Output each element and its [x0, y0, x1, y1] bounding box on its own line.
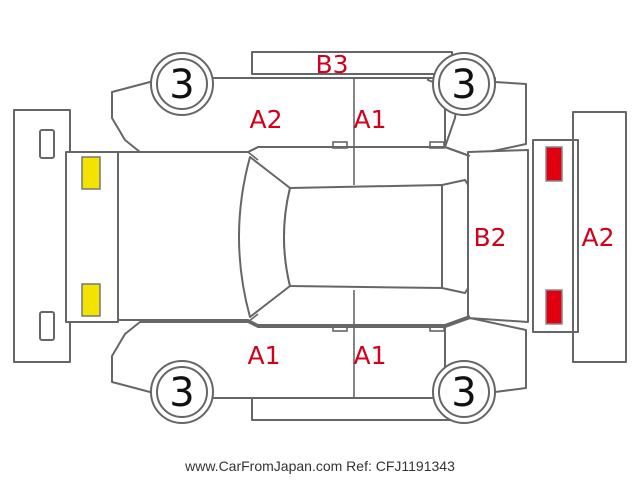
reference-footer: www.CarFromJapan.com Ref: CFJ1191343: [185, 458, 455, 474]
damage-mark-right-rear-door: A1: [353, 341, 386, 370]
damage-mark-left-front-door: A2: [249, 105, 282, 134]
tire-rear-left: 3: [432, 52, 496, 116]
tire-grade: 3: [451, 62, 476, 108]
headlight-bottom: [81, 283, 101, 317]
damage-mark-rear-window: B2: [473, 223, 506, 252]
rear-window: [441, 179, 471, 294]
door-handle: [332, 141, 348, 149]
tire-grade: 3: [169, 370, 194, 416]
roof: [283, 184, 443, 289]
damage-mark-right-front-door: A1: [247, 341, 280, 370]
tire-grade: 3: [169, 62, 194, 108]
damage-mark-rear-bumper: A2: [581, 223, 614, 252]
damage-mark-left-rear-door: A1: [353, 105, 386, 134]
headlight-top: [81, 156, 101, 190]
roof-edge-bottom: [251, 397, 453, 421]
front-bumper-slot-bottom: [39, 311, 55, 341]
pillar-line: [444, 315, 471, 328]
door-handle: [332, 324, 348, 332]
pillar-line: [444, 146, 471, 157]
roof-edge-top: [251, 51, 453, 75]
taillight-top: [545, 146, 563, 182]
windshield: [238, 156, 291, 318]
front-bumper-slot-top: [39, 129, 55, 159]
pillar-line: [247, 151, 259, 161]
tire-front-right: 3: [150, 360, 214, 424]
rear-bumper: [572, 111, 627, 363]
tire-rear-right: 3: [432, 360, 496, 424]
door-handle: [429, 141, 445, 149]
damage-mark-roof-edge: B3: [315, 50, 348, 79]
tire-grade: 3: [451, 370, 476, 416]
taillight-bottom: [545, 289, 563, 325]
tire-front-left: 3: [150, 52, 214, 116]
pillar-line: [247, 313, 259, 323]
door-handle: [429, 324, 445, 332]
